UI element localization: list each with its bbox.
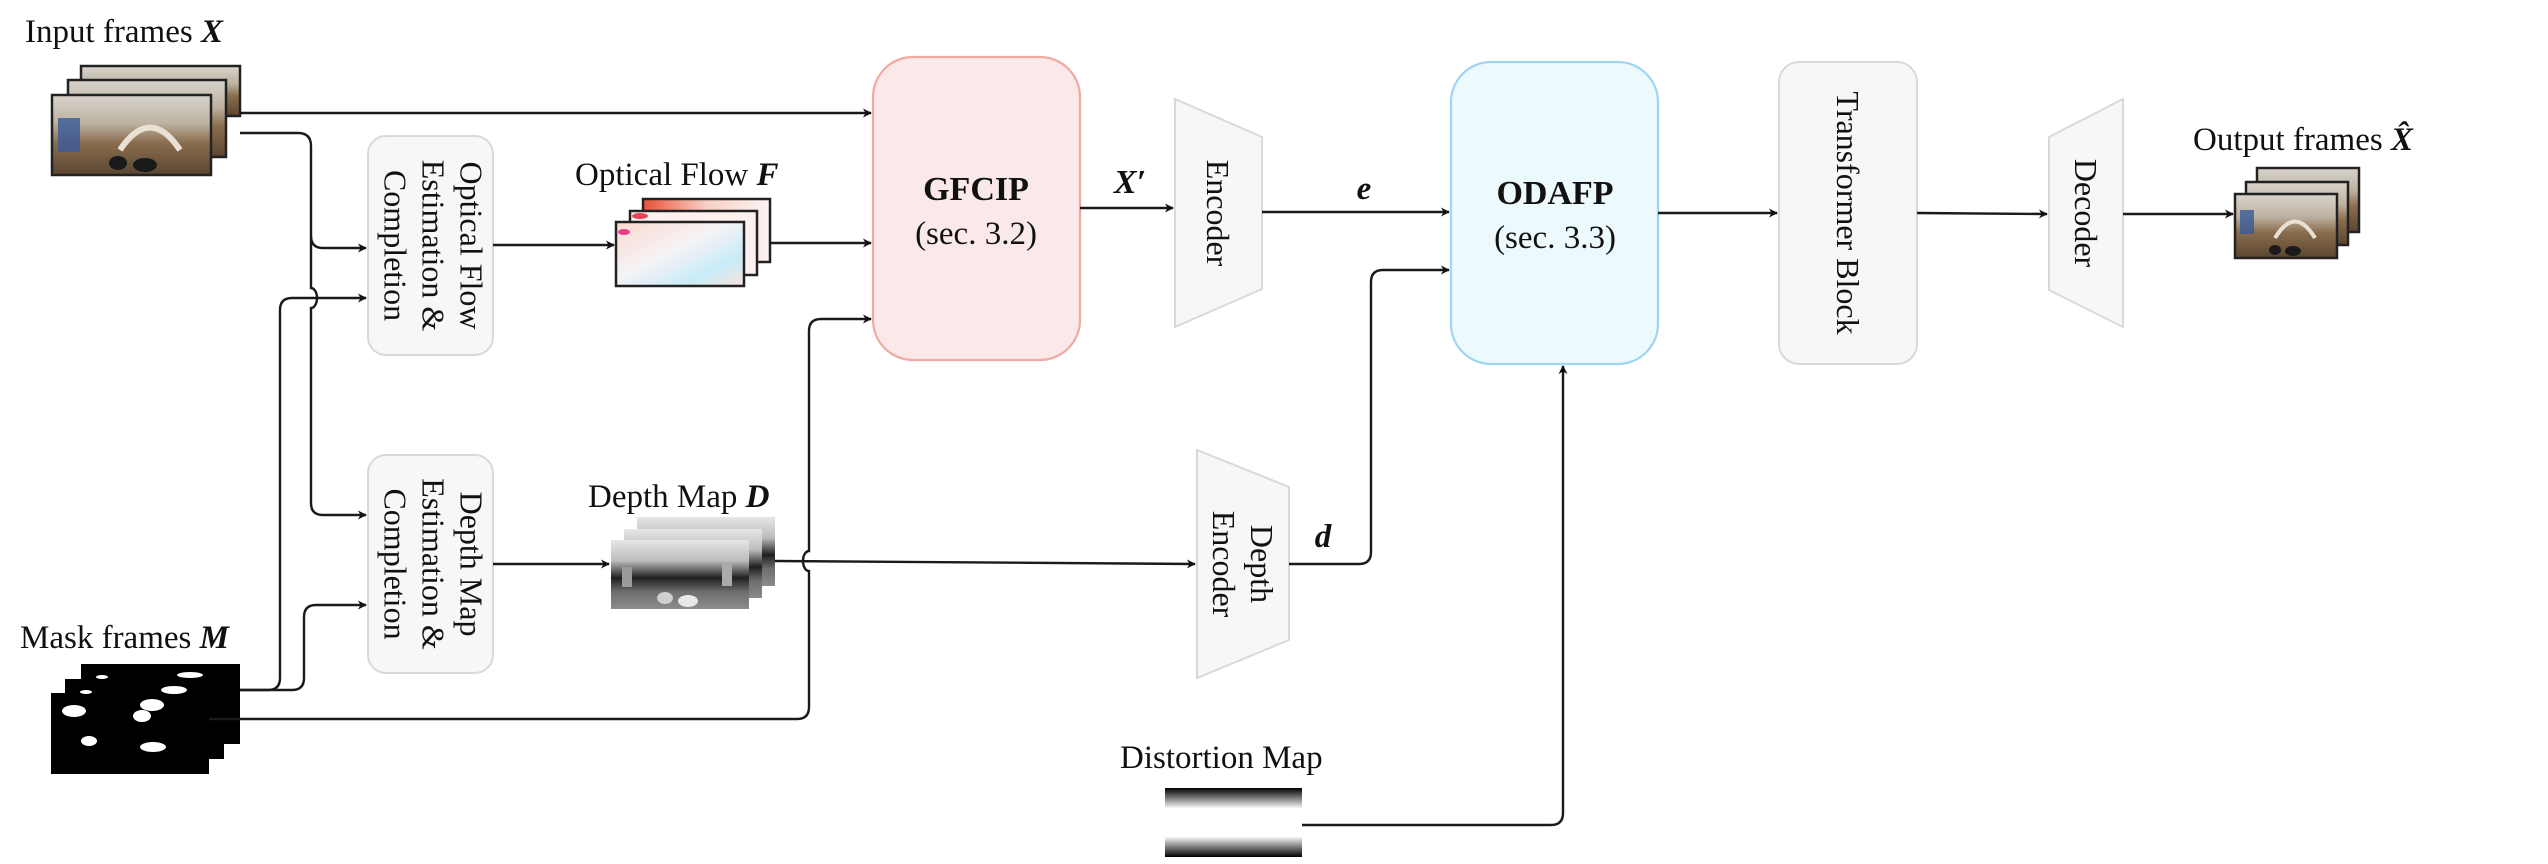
- optical-flow-frames-stack: [614, 197, 772, 288]
- arrow-depth-encoder-to-odafp: [1289, 265, 1450, 566]
- mask-frames-label: Mask frames M: [20, 620, 231, 656]
- optical-flow-line-3: Completion: [378, 170, 414, 321]
- depth-encoder-line-1: Depth: [1244, 525, 1280, 603]
- arrow-transformer-to-decoder: [1916, 209, 2048, 219]
- connectors: [209, 108, 2234, 827]
- flow-frame: [614, 220, 746, 288]
- depth-map-line-1: Depth Map: [454, 492, 490, 637]
- depth-map-line-2: Estimation &: [416, 478, 452, 650]
- distortion-map-image: [1165, 788, 1302, 857]
- input-frame: [50, 93, 213, 177]
- depth-map-output-label: Depth Map D: [588, 479, 770, 515]
- depth-map-line-3: Completion: [378, 488, 414, 639]
- depth-encoder-module: Depth Encoder: [1196, 448, 1290, 680]
- optical-flow-line-2: Estimation &: [416, 160, 452, 332]
- decoder-module: Decoder: [2048, 97, 2124, 329]
- x-prime-label: X′: [1113, 164, 1146, 201]
- encoder-module: Encoder: [1174, 97, 1263, 329]
- depth-map-estimation-box: Depth Map Estimation & Completion: [367, 454, 494, 674]
- arrow-mask-to-depth: [240, 600, 367, 692]
- depth-encoder-line-2: Encoder: [1206, 511, 1242, 618]
- optical-flow-output-label: Optical Flow F: [575, 157, 779, 193]
- e-label: e: [1357, 171, 1372, 207]
- output-frames-stack: [2233, 166, 2361, 260]
- transformer-block-module: Transformer Block: [1778, 61, 1918, 365]
- optical-flow-line-1: Optical Flow: [454, 162, 490, 330]
- encoder-label: Encoder: [1200, 160, 1236, 267]
- output-frames-label: Output frames X̂: [2193, 119, 2414, 158]
- d-label: d: [1315, 519, 1332, 555]
- arrow-depth-to-depth-encoder: [774, 559, 1196, 569]
- gfcip-title: GFCIP: [923, 171, 1029, 208]
- arrow-input-to-depth: [309, 236, 367, 520]
- arrow-distortion-to-odafp: [1302, 365, 1568, 827]
- depth-map-frames-stack: [611, 517, 775, 609]
- gfcip-subtitle: (sec. 3.2): [915, 216, 1037, 252]
- mask-frames-stack: [51, 664, 240, 774]
- decoder-label: Decoder: [2068, 159, 2104, 268]
- optical-flow-estimation-box: Optical Flow Estimation & Completion: [367, 135, 494, 356]
- transformer-label: Transformer Block: [1830, 91, 1866, 334]
- odafp-subtitle: (sec. 3.3): [1494, 220, 1616, 256]
- input-frames-stack: [50, 64, 242, 177]
- distortion-map-label: Distortion Map: [1120, 740, 1323, 776]
- input-frames-label: Input frames X: [25, 14, 224, 50]
- odafp-title: ODAFP: [1496, 175, 1613, 212]
- arrow-input-to-flow: [240, 131, 367, 253]
- gfcip-module: GFCIP (sec. 3.2): [871, 55, 1082, 362]
- odafp-module: ODAFP (sec. 3.3): [1449, 60, 1660, 366]
